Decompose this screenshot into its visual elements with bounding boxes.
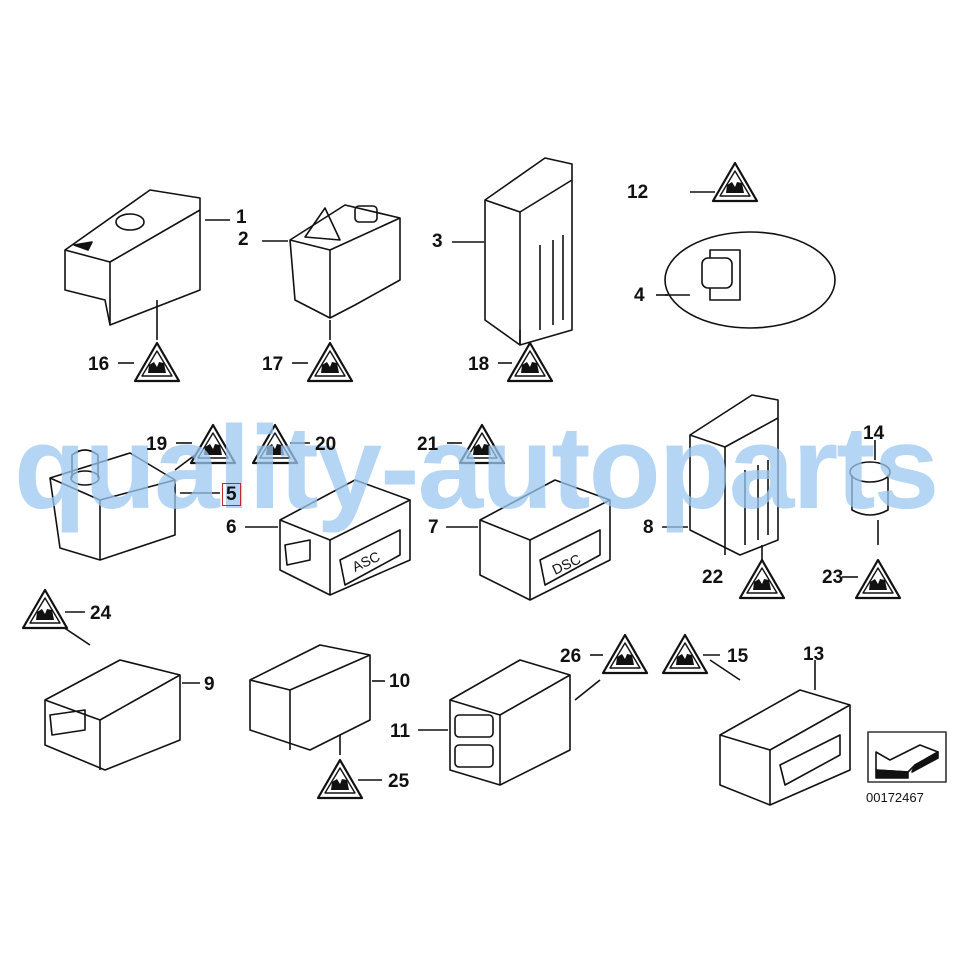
part-label-14[interactable]: 14 [863, 423, 885, 444]
part-label-23[interactable]: 23 [822, 567, 844, 588]
part-label-12[interactable]: 12 [627, 182, 649, 203]
part-label-13[interactable]: 13 [803, 644, 825, 665]
part-label-25[interactable]: 25 [388, 771, 410, 792]
diagram-id: 00172467 [866, 790, 924, 805]
part-label-1[interactable]: 1 [236, 207, 247, 228]
part-label-2[interactable]: 2 [238, 229, 249, 250]
part-label-24[interactable]: 24 [90, 603, 112, 624]
part-label-4[interactable]: 4 [634, 285, 645, 306]
part-label-11[interactable]: 11 [390, 721, 411, 742]
part-label-6[interactable]: 6 [226, 517, 237, 538]
part-label-26[interactable]: 26 [560, 646, 582, 667]
part-label-19[interactable]: 19 [146, 434, 168, 455]
part-label-9[interactable]: 9 [204, 674, 215, 695]
part-label-7[interactable]: 7 [428, 517, 439, 538]
part-label-22[interactable]: 22 [702, 567, 724, 588]
part-label-15[interactable]: 15 [727, 646, 749, 667]
part-label-10[interactable]: 10 [389, 671, 411, 692]
part-label-18[interactable]: 18 [468, 354, 490, 375]
part-label-21[interactable]: 21 [417, 434, 439, 455]
part-label-17[interactable]: 17 [262, 354, 284, 375]
part-label-5[interactable]: 5 [222, 483, 241, 506]
part-label-8[interactable]: 8 [643, 517, 654, 538]
part-label-20[interactable]: 20 [315, 434, 337, 455]
part-label-16[interactable]: 16 [88, 354, 110, 375]
part-label-3[interactable]: 3 [432, 231, 443, 252]
